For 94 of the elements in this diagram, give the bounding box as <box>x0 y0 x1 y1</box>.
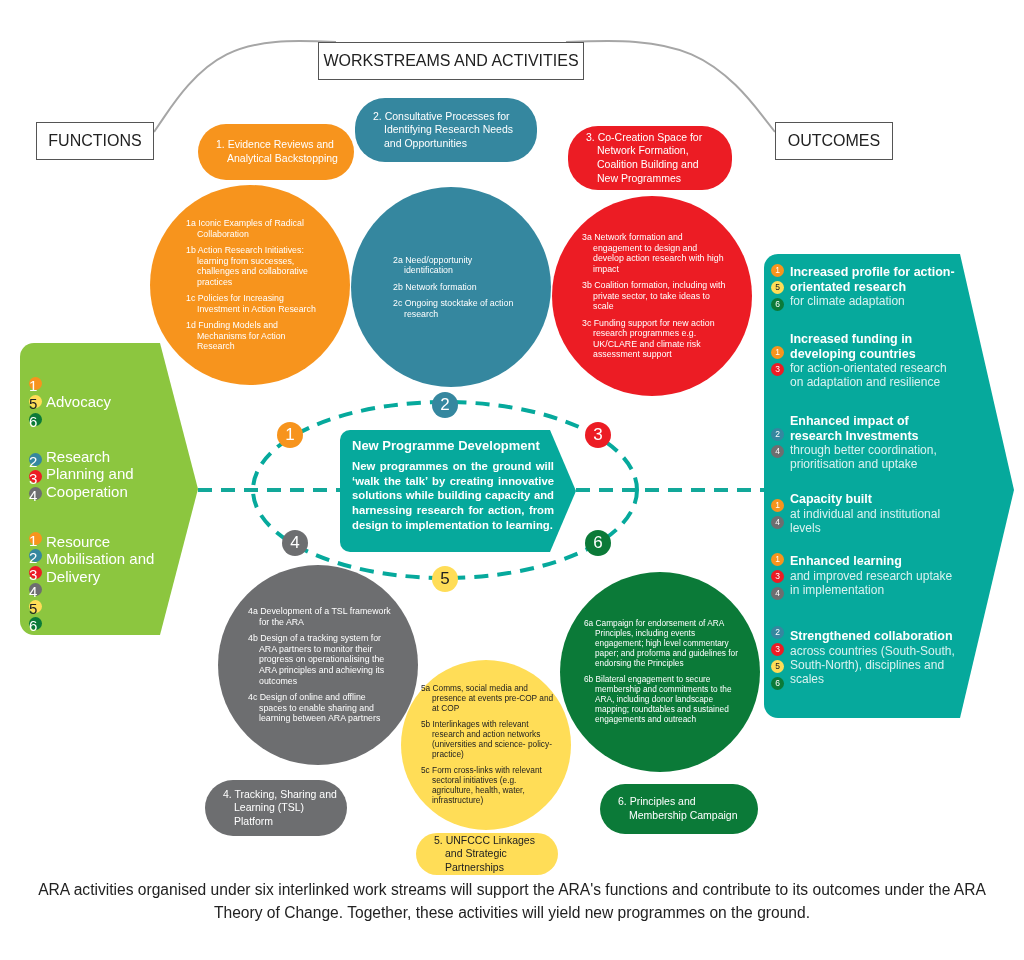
heading-box <box>775 122 893 160</box>
number-badge: 6 <box>29 617 42 630</box>
number-circle: 5 <box>432 566 458 592</box>
workstream-label <box>205 780 347 836</box>
activity-item: 2b Network formation <box>393 281 478 293</box>
number-badge: 5 <box>771 660 784 673</box>
number-circle: 4 <box>282 530 308 556</box>
number-badge: 5 <box>29 395 42 408</box>
activity-item: 3c Funding support for new action research programmes e.g. UK/CLARE and climate risk assessment support <box>582 317 716 360</box>
activity-item: 5c Form cross-links with relevant sectoral initiatives (e.g. agriculture, health, water, infrastructure) <box>421 765 543 806</box>
item-heading: Capacity built <box>790 492 873 507</box>
number-badge: 3 <box>29 470 42 483</box>
item-description: across countries (South-South, South-North), disciplines and scales <box>790 643 956 687</box>
function-label: Resource Mobilisation and Delivery <box>46 533 156 585</box>
item-description: for climate adaptation <box>790 294 906 309</box>
heading-text: OUTCOMES <box>787 132 881 150</box>
item-description: for action-orientated research on adaptation and resilience <box>790 361 948 390</box>
number-badge: 6 <box>29 413 42 426</box>
workstream-label <box>355 98 537 162</box>
item-description: at individual and institutional levels <box>790 506 942 536</box>
activity-item: 5b Interlinkages with relevant research and action networks (universities and science- policy-practice) <box>421 720 553 760</box>
number-badge: 1 <box>29 377 42 390</box>
number-badge: 3 <box>29 566 42 579</box>
item-heading: Enhanced impact of research Investments <box>790 414 920 443</box>
number-badge: 2 <box>29 549 42 562</box>
activity-item: 5a Comms, social media and presence at events pre-COP and at COP <box>421 684 555 715</box>
workstream-title: 3. Co-Creation Space for Network Formation, Coalition Building and New Programmes <box>586 130 704 186</box>
activity-item: 1b Action Research Initiatives: learning from successes, challenges and collaborative practices <box>186 245 309 288</box>
number-badge: 1 <box>771 346 784 359</box>
workstream-title: 4. Tracking, Sharing and Learning (TSL) Platform <box>223 787 337 829</box>
workstream-title: 6. Principles and Membership Campaign <box>618 795 739 823</box>
activity-item: 6a Campaign for endorsement of ARA Principles, including events engagement; high level commentary paper; and proforma and guidelines for endorsing the Principles <box>584 619 739 669</box>
number-badge: 1 <box>771 499 784 512</box>
number-badge: 5 <box>29 600 42 613</box>
number-circle: 2 <box>432 392 458 418</box>
number-badge: 4 <box>771 445 784 458</box>
number-badge: 3 <box>771 569 784 583</box>
number-circle: 6 <box>585 530 611 556</box>
activity-item: 6b Bilateral engagement to secure membership and commitments to the ARA, including donor landscape mapping; roundtables and sustained engagements and outreach <box>584 675 733 725</box>
functions-arrow-panel <box>20 343 198 635</box>
workstream-title: 5. UNFCCC Linkages and Strategic Partnerships <box>434 833 536 875</box>
dashed-connector <box>198 488 340 492</box>
number-badge: 4 <box>29 583 42 596</box>
activity-item: 1c Policies for Increasing Investment in Action Research <box>186 293 317 315</box>
workstream-label <box>568 126 732 190</box>
outcomes-arrow-panel <box>764 254 1014 718</box>
number-badge: 6 <box>771 297 784 311</box>
heading-text: FUNCTIONS <box>48 132 142 150</box>
item-heading: Strengthened collaboration <box>790 629 954 644</box>
item-description: and improved research uptake in implementation <box>790 568 954 598</box>
heading-text: WORKSTREAMS AND ACTIVITIES <box>323 52 579 70</box>
activity-item: 2a Need/opportunity identification <box>393 254 474 276</box>
number-badge: 4 <box>771 516 784 529</box>
item-heading: Enhanced learning <box>790 554 903 569</box>
number-badge: 2 <box>771 626 784 639</box>
workstream-title: 2. Consultative Processes for Identifying Research Needs and Opportunities <box>373 109 514 151</box>
activity-item: 1d Funding Models and Mechanisms for Action Research <box>186 320 287 352</box>
number-badge: 1 <box>29 532 42 545</box>
workstream-label <box>600 784 758 834</box>
arc-connector <box>153 39 337 133</box>
dashed-connector <box>576 488 764 492</box>
caption: ARA activities organised under six interlinked work streams will support the ARA's functions and contribute to its outcomes under the ARA Theory of Change. Together, these activities will yield new programmes on the ground. <box>37 880 987 924</box>
item-description: New programmes on the ground will ‘walk the talk’ by creating innovative solutions while building capacity and harnessing research for action, from design to implementation to learning. <box>352 459 554 533</box>
workstream-title: 1. Evidence Reviews and Analytical Backstopping <box>216 138 339 166</box>
number-badge: 4 <box>771 586 784 600</box>
number-badge: 5 <box>771 280 784 294</box>
activity-item: 1a Iconic Examples of Radical Collaboration <box>186 218 305 240</box>
activity-item: 2c Ongoing stocktake of action research <box>393 298 515 320</box>
item-heading: Increased profile for action-orientated research <box>790 265 956 295</box>
activity-item: 3a Network formation and engagement to design and develop action research with high impact <box>582 232 725 275</box>
activity-item: 3b Coalition formation, including with private sector, to take ideas to scale <box>582 280 726 312</box>
activity-item: 4c Design of online and offline spaces to enable sharing and learning between ARA partners <box>248 692 382 724</box>
activity-item: 4b Design of a tracking system for ARA partners to monitor their progress on operationalising the ARA principles and achieving its outcomes <box>248 633 386 687</box>
number-badge: 6 <box>771 677 784 690</box>
number-badge: 1 <box>771 552 784 566</box>
function-label: Advocacy <box>46 393 113 411</box>
item-description: through better coordination, prioritisation and uptake <box>790 443 938 472</box>
item-heading: Increased funding in developing countries <box>790 332 917 361</box>
number-badge: 1 <box>771 263 784 277</box>
number-badge: 2 <box>29 453 42 466</box>
function-label: Research Planning and Cooperation <box>46 448 135 500</box>
number-circle: 3 <box>585 422 611 448</box>
arc-connector <box>565 39 776 133</box>
workstream-label <box>198 124 354 180</box>
number-badge: 3 <box>771 363 784 376</box>
number-badge: 2 <box>771 428 784 441</box>
number-badge: 3 <box>771 643 784 656</box>
workstream-label <box>416 833 558 875</box>
item-heading: New Programme Development <box>352 438 541 453</box>
heading-box <box>318 42 584 80</box>
heading-box <box>36 122 154 160</box>
number-badge: 4 <box>29 487 42 500</box>
number-circle: 1 <box>277 422 303 448</box>
activity-item: 4a Development of a TSL framework for the ARA <box>248 606 392 628</box>
